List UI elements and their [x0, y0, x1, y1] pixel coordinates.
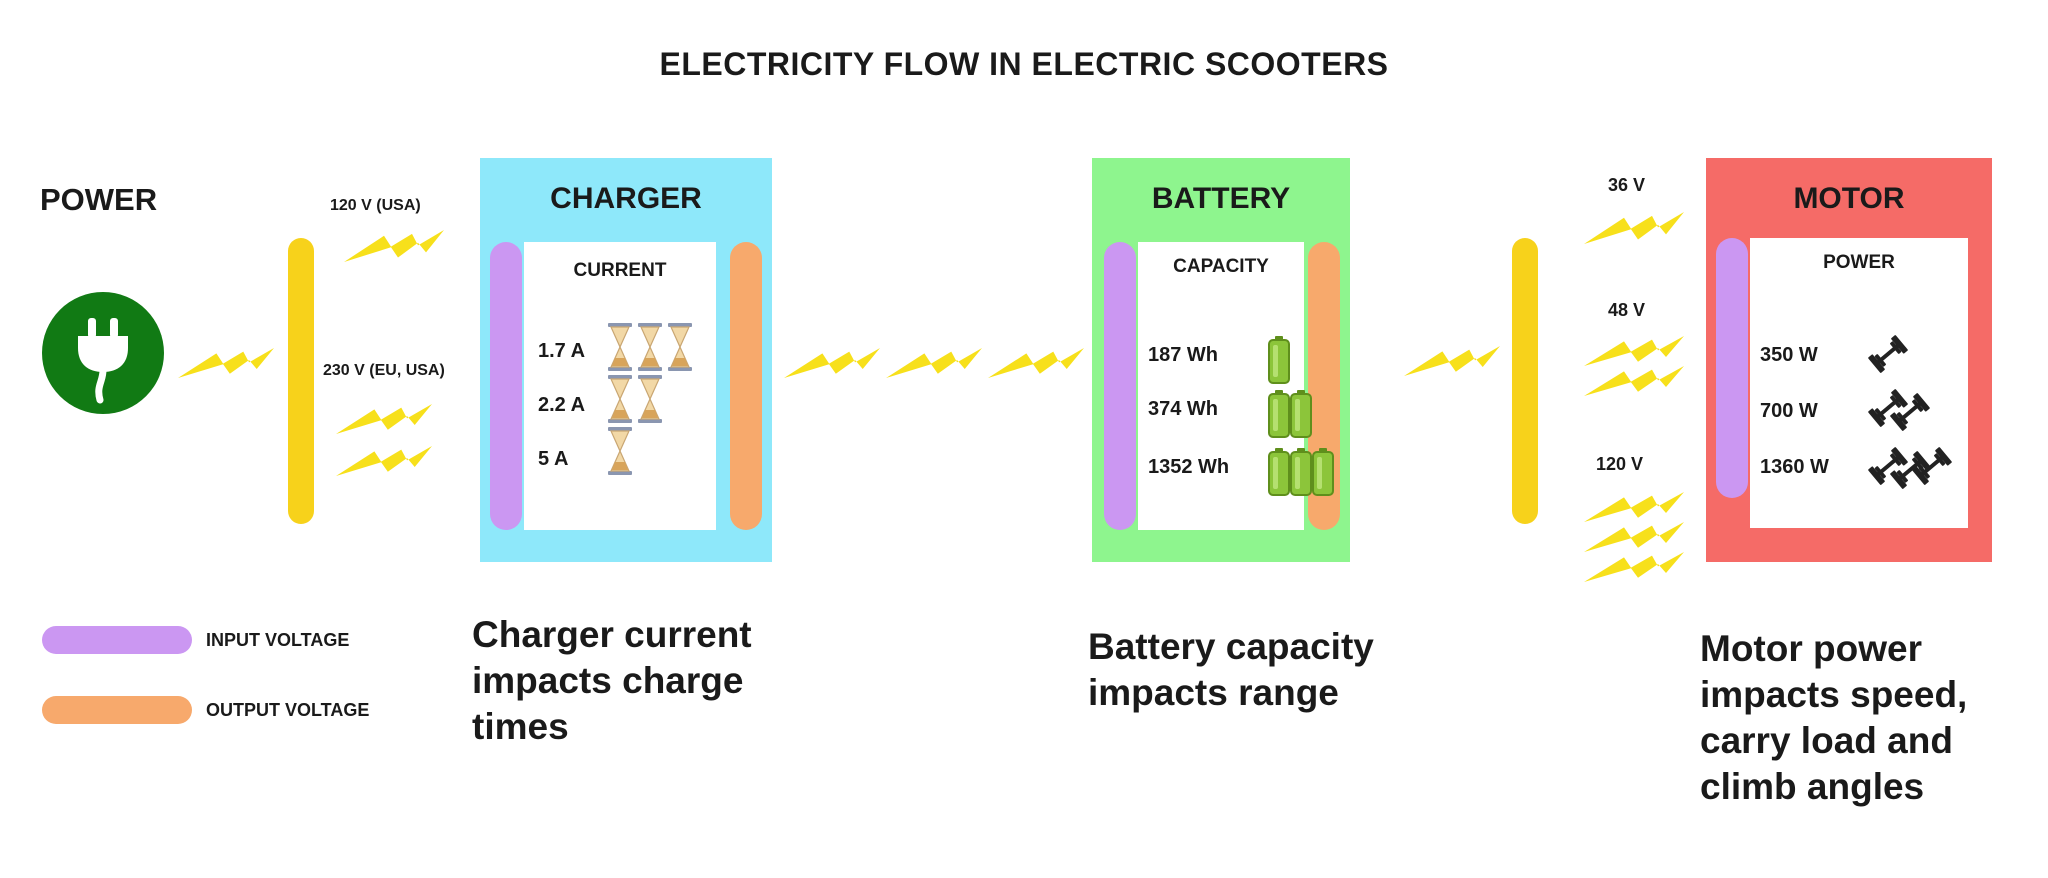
lightning-bolt-icon — [1584, 336, 1684, 366]
voltage-usa-label: 120 V (USA) — [330, 197, 421, 214]
battery-input-voltage-bar — [1104, 242, 1136, 530]
charger-row-1-label: 1.7 A — [538, 340, 586, 362]
battery-icon — [1290, 390, 1312, 438]
battery-row-2-label: 374 Wh — [1148, 398, 1219, 420]
battery-icon — [1312, 448, 1334, 496]
lightning-bolt-icon — [1584, 522, 1684, 552]
motor-caption-line-2: impacts speed, — [1700, 674, 1968, 715]
charger-input-voltage-bar — [490, 242, 522, 530]
lightning-bolt-icon — [886, 348, 982, 378]
motor-row-1-label: 350 W — [1760, 344, 1818, 366]
lightning-bolt-icon — [1584, 552, 1684, 582]
charger-subtitle: CURRENT — [573, 260, 667, 281]
dumbbell-icon — [1868, 389, 1908, 427]
charger-row-2-label: 2.2 A — [538, 394, 586, 416]
plug-icon — [40, 290, 166, 416]
lightning-bolt-icon — [344, 230, 444, 262]
charger-output-voltage-bar — [730, 242, 762, 530]
battery-row-1-label: 187 Wh — [1148, 344, 1219, 366]
battery-icon — [1290, 448, 1312, 496]
charger-title: CHARGER — [550, 182, 702, 215]
lightning-bolt-icon — [178, 348, 274, 378]
charger-caption-line-3: times — [472, 706, 569, 747]
dumbbell-icon — [1912, 447, 1952, 485]
lightning-bolt-icon — [1404, 346, 1500, 376]
motor-caption-line-4: climb angles — [1700, 766, 1925, 807]
battery-icon — [1268, 390, 1290, 438]
lightning-bolt-icon — [336, 446, 432, 476]
charger-caption-line-2: impacts charge — [472, 660, 744, 701]
battery-caption-line-1: Battery capacity — [1088, 626, 1374, 667]
motor-title: MOTOR — [1793, 182, 1905, 215]
hourglass-icon — [638, 323, 662, 371]
battery-row-3-label: 1352 Wh — [1148, 456, 1230, 478]
hourglass-icon — [638, 375, 662, 423]
motor-caption-line-3: carry load and — [1700, 720, 1953, 761]
lightning-bolt-icon — [1584, 212, 1684, 244]
hourglass-icon — [668, 323, 692, 371]
motor-voltage-48: 48 V — [1608, 300, 1646, 320]
hourglass-icon — [608, 427, 632, 475]
legend-output-label: OUTPUT VOLTAGE — [206, 700, 370, 720]
motor-row-2-label: 700 W — [1760, 400, 1818, 422]
battery-subtitle: CAPACITY — [1173, 256, 1269, 277]
battery-box: BATTERY CAPACITY 187 Wh 374 Wh 1352 Wh — [1092, 158, 1350, 562]
motor-box: MOTOR POWER 350 W 700 W 1360 W — [1706, 158, 1992, 562]
battery-caption-line-2: impacts range — [1088, 672, 1339, 713]
charger-box: CHARGER CURRENT 1.7 A 2.2 A 5 A — [480, 158, 772, 562]
legend-input-label: INPUT VOLTAGE — [206, 630, 350, 650]
motor-panel: POWER — [1750, 238, 1968, 528]
battery-icon — [1268, 448, 1290, 496]
legend-input-swatch — [42, 626, 192, 654]
motor-caption: Motor power impacts speed, carry load an… — [1700, 626, 1967, 810]
power-label: POWER — [40, 182, 158, 217]
motor-voltage-120: 120 V — [1596, 454, 1644, 474]
battery-distributor-bar — [1512, 238, 1538, 524]
lightning-bolt-icon — [336, 404, 432, 434]
hourglass-icon — [608, 375, 632, 423]
lightning-bolt-icon — [1584, 492, 1684, 522]
motor-row-3-label: 1360 W — [1760, 456, 1829, 478]
voltage-eu-label: 230 V (EU, USA) — [323, 362, 445, 379]
motor-caption-line-1: Motor power — [1700, 628, 1922, 669]
hourglass-icon — [608, 323, 632, 371]
motor-input-voltage-bar — [1716, 238, 1748, 498]
battery-title: BATTERY — [1151, 182, 1291, 215]
legend-output-swatch — [42, 696, 192, 724]
dumbbell-icon — [1890, 393, 1930, 431]
diagram-title: ELECTRICITY FLOW IN ELECTRIC SCOOTERS — [659, 46, 1389, 82]
motor-subtitle: POWER — [1823, 252, 1895, 273]
lightning-bolt-icon — [1584, 366, 1684, 396]
charger-caption: Charger current impacts charge times — [472, 612, 752, 750]
charger-caption-line-1: Charger current — [472, 614, 752, 655]
charger-row-3-label: 5 A — [538, 448, 569, 470]
battery-caption: Battery capacity impacts range — [1088, 624, 1374, 716]
lightning-bolt-icon — [988, 348, 1084, 378]
lightning-bolt-icon — [784, 348, 880, 378]
dumbbell-icon — [1868, 447, 1908, 485]
power-distributor-bar — [288, 238, 314, 524]
motor-voltage-36: 36 V — [1608, 175, 1646, 195]
dumbbell-icon — [1868, 335, 1908, 373]
battery-icon — [1268, 336, 1290, 384]
